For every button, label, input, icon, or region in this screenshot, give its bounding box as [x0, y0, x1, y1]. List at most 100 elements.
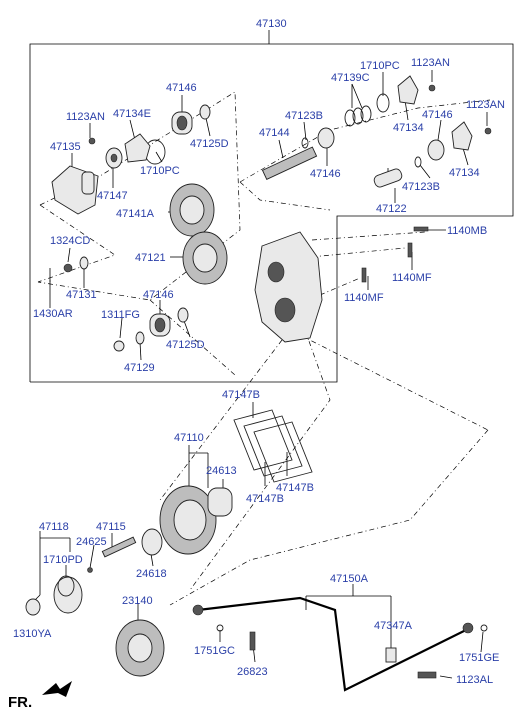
bolt-1123an-left — [88, 137, 96, 145]
gasket-47147b-3 — [253, 421, 313, 483]
rings-47139c-3 — [360, 105, 372, 123]
label-47146-right: 47146 — [310, 168, 341, 180]
transfer-case-housing — [254, 231, 323, 343]
bolt-1123al — [417, 671, 437, 679]
label-1123an-upper: 1123AN — [411, 57, 450, 69]
label-1310ya: 1310YA — [13, 628, 52, 640]
bolt-26823 — [249, 631, 256, 651]
nut-1324cd — [63, 263, 73, 273]
bolt-1123an-upper — [428, 84, 436, 92]
bolt-1123an-far — [484, 127, 492, 135]
bearing-47146-right — [317, 127, 335, 149]
label-47147: 47147 — [97, 190, 128, 202]
oring-1710pc-right — [376, 93, 390, 113]
label-47146-far: 47146 — [422, 109, 453, 121]
clip-47123b-upper — [301, 137, 309, 149]
washer-1751ge — [480, 624, 488, 632]
label-1123al: 1123AL — [456, 674, 493, 686]
label-47139c: 47139C — [331, 72, 370, 84]
label-1311fg: 1311FG — [101, 309, 140, 321]
fr-label: FR. — [8, 694, 32, 711]
shaft-47122 — [373, 168, 403, 188]
label-47134-upper: 47134 — [393, 122, 424, 134]
label-47110: 47110 — [174, 432, 204, 444]
label-47115: 47115 — [96, 521, 126, 533]
label-47147b-top: 47147B — [222, 389, 260, 401]
label-1710pc-right: 1710PC — [360, 60, 400, 72]
spacer-24613 — [207, 487, 233, 517]
label-47146-lower: 47146 — [143, 289, 174, 301]
label-47147b-right: 47147B — [276, 482, 314, 494]
washer-47129 — [135, 331, 145, 345]
label-47129: 47129 — [124, 362, 155, 374]
part-labels: 47130 1123AN 47134E 47135 47146 47125D 1… — [13, 18, 505, 686]
label-47147b-mid: 47147B — [246, 493, 284, 505]
arrow-icon — [42, 681, 72, 697]
label-47121: 47121 — [135, 252, 166, 264]
rings-47139c-1 — [344, 109, 356, 127]
label-1710pd: 1710PD — [43, 554, 83, 566]
front-direction-marker: FR. — [8, 681, 72, 711]
label-47134e: 47134E — [113, 108, 151, 120]
label-47130: 47130 — [256, 18, 287, 30]
bracket-47347a — [385, 647, 397, 663]
label-1751gc: 1751GC — [194, 645, 235, 657]
parts — [25, 75, 492, 692]
leader-lines — [34, 70, 488, 679]
seal-47125d-upper — [199, 104, 211, 120]
gasket-47147b-2 — [243, 415, 303, 477]
gasket-47147b-1 — [233, 409, 293, 471]
washer-47131 — [79, 256, 89, 270]
shaft-47115 — [101, 536, 137, 558]
label-1140mb: 1140MB — [447, 225, 487, 237]
label-1324cd: 1324CD — [50, 235, 90, 247]
label-47122: 47122 — [376, 203, 407, 215]
label-47141a: 47141A — [116, 208, 155, 220]
clip-47123b-lower — [414, 156, 422, 168]
nut-1310ya — [25, 598, 41, 616]
label-47347a: 47347A — [374, 620, 413, 632]
label-24625: 24625 — [76, 536, 107, 548]
label-47125d-lower: 47125D — [166, 339, 205, 351]
cover-47134e — [124, 133, 151, 163]
label-47118: 47118 — [39, 521, 69, 533]
label-47125d-upper: 47125D — [190, 138, 229, 150]
cover-47134-upper — [397, 75, 419, 105]
label-1140mf-upper: 1140MF — [392, 272, 432, 284]
rings-47139c-2 — [352, 107, 364, 125]
label-1751ge: 1751GE — [459, 652, 499, 664]
label-1430ar: 1430AR — [33, 308, 73, 320]
oring-1710pd — [57, 575, 75, 597]
pin-24625 — [87, 567, 93, 573]
label-47131: 47131 — [66, 289, 97, 301]
label-24613: 24613 — [206, 465, 237, 477]
label-47123b-upper: 47123B — [285, 110, 323, 122]
assembly-frame — [29, 30, 514, 383]
label-26823: 26823 — [237, 666, 268, 678]
washer-1751gc — [216, 624, 224, 632]
plate-24618 — [141, 528, 163, 556]
shaft-47144 — [261, 146, 318, 180]
label-47146-upper: 47146 — [166, 82, 197, 94]
label-1123an-far: 1123AN — [466, 99, 505, 111]
pipe-47150a — [197, 596, 471, 692]
bolt-1140mf-upper — [407, 242, 413, 258]
label-1123an-left: 1123AN — [66, 111, 105, 123]
label-47123b-lower: 47123B — [402, 181, 440, 193]
bolt-1140mf-lower — [361, 267, 367, 283]
guide-lines — [37, 91, 491, 606]
label-24618: 24618 — [136, 568, 167, 580]
sprocket-47118 — [53, 576, 83, 614]
label-47144: 47144 — [259, 127, 290, 139]
cover-47134-lower — [451, 121, 473, 151]
bearing-47146-far — [427, 139, 445, 161]
label-47134-lower: 47134 — [449, 167, 480, 179]
bolt-1140mb — [413, 226, 429, 232]
label-1140mf-lower: 1140MF — [344, 292, 384, 304]
nut-1311fg — [113, 340, 125, 352]
label-47135: 47135 — [50, 141, 81, 153]
label-23140: 23140 — [122, 595, 153, 607]
label-1710pc-left: 1710PC — [140, 165, 180, 177]
label-47150a: 47150A — [330, 573, 369, 585]
